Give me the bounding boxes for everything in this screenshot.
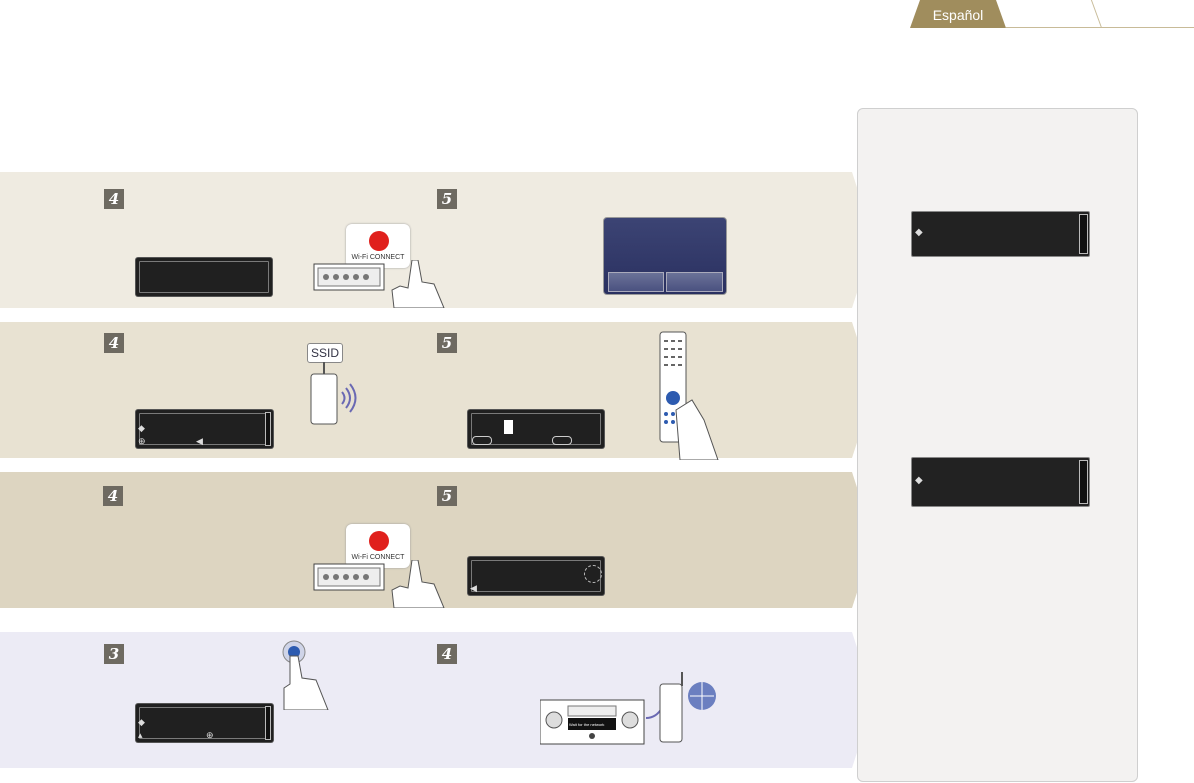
band-3-shape <box>0 472 874 608</box>
lcd-display <box>136 258 272 296</box>
tab-espanol[interactable]: Español <box>910 0 1006 28</box>
up-down-arrow-icon: ◆ <box>915 227 923 238</box>
band-2: 4 5 ◆ ⊕ ◀ SSID <box>0 322 874 460</box>
wifi-connect-button[interactable] <box>369 231 389 251</box>
wifi-connect-tile: Wi-Fi CONNECT <box>346 524 410 568</box>
up-down-arrow-icon: ◆ <box>915 475 923 486</box>
lcd-soft-button-right <box>552 436 572 445</box>
receiver-router-illustration <box>540 672 716 745</box>
left-arrow-icon: ◀ <box>196 436 203 446</box>
scrollbar <box>265 706 271 740</box>
wifi-connect-label: Wi-Fi CONNECT <box>351 554 405 561</box>
setup-icon: ⊕ <box>206 730 214 740</box>
lcd-display <box>468 410 604 448</box>
scrollbar <box>265 412 271 446</box>
step-number: 3 <box>104 644 124 664</box>
hand-press-enter-icon <box>282 640 329 710</box>
band-1: 4 5 Wi-Fi CONNECT <box>0 172 874 308</box>
step-number: 4 <box>104 189 124 209</box>
remote-control-icon <box>659 331 719 460</box>
setup-icon: ⊕ <box>138 436 146 446</box>
up-down-arrow-icon: ◆ <box>138 423 145 433</box>
scrollbar <box>1079 214 1088 254</box>
left-arrow-icon: ◀ <box>470 583 477 593</box>
device-screen-text: Wait for the network <box>569 722 605 727</box>
language-tabs: Español <box>910 0 1194 30</box>
dialog-button-right[interactable] <box>666 272 723 292</box>
router-icon <box>310 362 357 425</box>
lcd-display-top: ◆ <box>911 211 1090 257</box>
step-number: 5 <box>437 486 457 506</box>
up-down-arrow-icon: ◆ <box>138 717 145 727</box>
loading-spinner-icon <box>584 565 602 583</box>
hand-pointing-icon <box>391 260 445 308</box>
step-number: 4 <box>437 644 457 664</box>
wifi-connect-tile: Wi-Fi CONNECT <box>346 224 410 268</box>
ssid-label: SSID <box>307 343 343 363</box>
tab-separator <box>1090 0 1103 28</box>
step-number: 4 <box>103 486 123 506</box>
lcd-display: ◆ ⊕ ◀ <box>136 410 273 448</box>
dialog-button-left[interactable] <box>608 272 664 292</box>
receiver-back-illustration <box>313 263 385 291</box>
receiver-back-illustration <box>313 563 385 591</box>
step-number: 5 <box>437 189 457 209</box>
lcd-display-bottom: ◆ <box>911 457 1090 507</box>
wifi-connect-button[interactable] <box>369 531 389 551</box>
step-number: 4 <box>104 333 124 353</box>
lcd-display: ◆ ▴ ⊕ <box>136 704 273 742</box>
scrollbar <box>1079 460 1088 504</box>
band-3: 4 5 Wi-Fi CONNECT ◀ <box>0 472 874 608</box>
hand-pointing-icon <box>391 560 445 608</box>
lcd-display: ◀ <box>468 557 604 595</box>
side-panel: ◆ ◆ <box>857 108 1138 782</box>
step-number: 5 <box>437 333 457 353</box>
lcd-soft-button-left <box>472 436 492 445</box>
dialog-screen <box>603 217 727 295</box>
text-cursor <box>504 420 513 434</box>
wifi-connect-label: Wi-Fi CONNECT <box>351 254 405 261</box>
band-4: 3 4 ◆ ▴ ⊕ Wait for the network <box>0 632 874 768</box>
select-icon: ▴ <box>138 730 143 740</box>
